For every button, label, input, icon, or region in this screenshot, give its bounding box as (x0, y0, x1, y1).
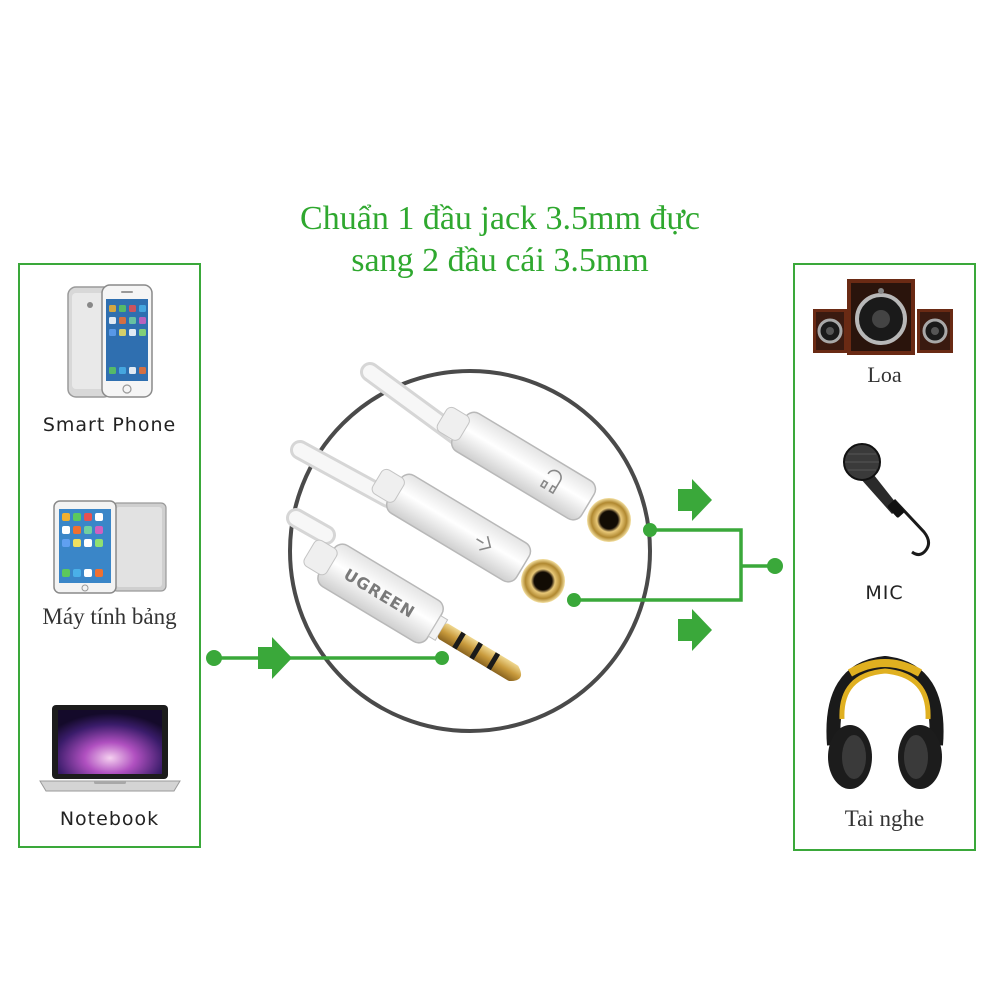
output-label-microphone: MIC (865, 582, 904, 604)
title: Chuẩn 1 đầu jack 3.5mm đực sang 2 đầu cá… (200, 198, 800, 282)
headphones-icon (825, 655, 944, 789)
female-jack-headphone (436, 406, 597, 521)
source-smartphone (20, 281, 199, 401)
microphone-node (567, 593, 581, 607)
source-notebook (20, 701, 199, 797)
input-arrow-icon (258, 637, 292, 679)
headphone-node (643, 523, 657, 537)
title-line-2: sang 2 đầu cái 3.5mm (351, 242, 649, 279)
source-node (206, 650, 222, 666)
tablet-icon (52, 500, 167, 594)
female-jack-microphone (371, 468, 532, 583)
output-devices-panel: Loa MIC (793, 263, 976, 851)
output-microphone (795, 440, 974, 558)
output-node (767, 558, 783, 574)
output-headphones (795, 649, 974, 799)
output-label-headphones: Tai nghe (844, 806, 925, 831)
output-speaker (795, 273, 974, 359)
laptop-icon (38, 705, 181, 792)
source-label-notebook: Notebook (59, 808, 160, 830)
output-label-speaker: Loa (867, 362, 902, 387)
source-tablet (20, 499, 199, 597)
speaker-icon (812, 279, 953, 355)
output-arrow-bottom-icon (678, 609, 712, 651)
title-line-1: Chuẩn 1 đầu jack 3.5mm đực (300, 200, 700, 237)
plug-node (435, 651, 449, 665)
signal-nodes (206, 523, 783, 666)
source-devices-panel: Smart Phone (18, 263, 201, 848)
smartphone-icon (66, 284, 153, 398)
output-arrow-top-icon (678, 479, 712, 521)
arrow-icons (258, 479, 712, 679)
source-label-smartphone: Smart Phone (42, 414, 177, 436)
source-label-tablet: Máy tính bảng (42, 604, 177, 629)
microphone-icon (842, 443, 930, 557)
